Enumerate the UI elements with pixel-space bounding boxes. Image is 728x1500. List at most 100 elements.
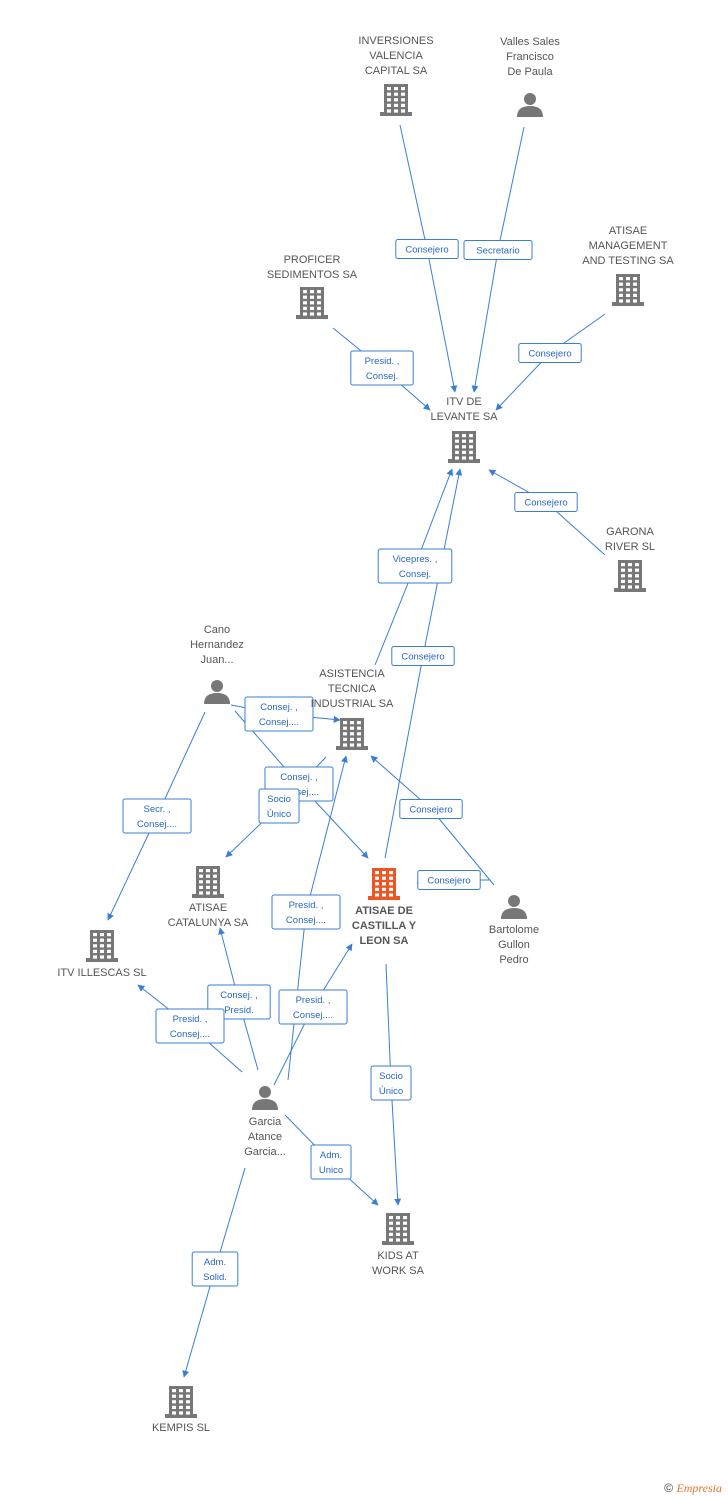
node-label: Valles Sales (500, 36, 560, 48)
edge-label-text: Vicepres. , (393, 554, 438, 565)
building-icon (192, 866, 224, 898)
edge-label[interactable]: Consej. , Consej.... (244, 696, 314, 732)
node-label: KEMPIS SL (152, 1422, 210, 1434)
edge-label-box (258, 788, 300, 824)
edge-label-text: Consejero (524, 498, 567, 509)
node-label: INDUSTRIAL SA (311, 698, 394, 710)
edge-label[interactable]: Presid. ,Consej. (350, 350, 414, 386)
edge-label[interactable]: Vicepres. ,Consej. (377, 548, 453, 584)
edge-label[interactable]: Consejero (514, 492, 578, 512)
edge-label-text: Consej.... (259, 717, 299, 728)
node-kempis[interactable]: KEMPIS SL (152, 1386, 210, 1434)
edge-label[interactable]: Adm.Solid. (191, 1251, 239, 1287)
edge-label-text: Unico (319, 1165, 343, 1176)
edge-label-text: Consej. , (260, 702, 298, 713)
edge-label-box (370, 1065, 412, 1101)
building-icon (296, 287, 328, 319)
building-icon (380, 84, 412, 116)
node-label: RIVER SL (605, 541, 655, 553)
edge-label[interactable]: Secr. ,Consej.... (122, 798, 192, 834)
node-label: ITV DE (446, 396, 481, 408)
building-icon (86, 930, 118, 962)
edge-label-text: Adm. (320, 1150, 342, 1161)
node-label: ATISAE (609, 225, 647, 237)
edge-label-box (122, 798, 192, 834)
node-label: Atance (248, 1131, 282, 1143)
edge-label-text: Socio (379, 1071, 403, 1082)
edge-label-text: Consej. , (220, 990, 258, 1001)
building-icon (368, 868, 400, 900)
copyright-footer: © Empresia (664, 1481, 722, 1496)
edge-label-box (310, 1144, 352, 1180)
edge-label-box (377, 548, 453, 584)
edge-label-text: Solid. (203, 1272, 227, 1283)
node-label: LEVANTE SA (430, 411, 498, 423)
edge-label[interactable]: Consejero (391, 646, 455, 666)
edge-bartolome-to-asistencia (370, 755, 495, 886)
edge-label[interactable]: Adm. Unico (310, 1144, 352, 1180)
node-label: ATISAE DE (355, 905, 413, 917)
node-label: INVERSIONES (358, 35, 433, 47)
person-icon (252, 1086, 278, 1110)
node-label: CASTILLA Y (352, 920, 417, 932)
edge-label-text: Consejero (528, 349, 571, 360)
edge-label[interactable]: Consejero (518, 343, 582, 363)
node-label: CAPITAL SA (365, 65, 428, 77)
edge-label[interactable]: Presid. ,Consej.... (271, 894, 341, 930)
node-label: AND TESTING SA (582, 255, 674, 267)
building-icon (614, 560, 646, 592)
edge-label-text: Consejero (409, 805, 452, 816)
edge-label-text: Presid. (224, 1005, 254, 1016)
edge-label-text: Consej.... (170, 1029, 210, 1040)
node-itv_levante[interactable]: ITV DE LEVANTE SA (430, 396, 498, 463)
node-label: Francisco (506, 51, 554, 63)
edge-label[interactable]: Presid. , Consej.... (155, 1008, 225, 1044)
edge-label-text: Consej.... (293, 1010, 333, 1021)
edge-label[interactable]: Consejero (399, 799, 463, 819)
brand-logo: Empresia (676, 1481, 722, 1495)
edge-label[interactable]: Presid. , Consej.... (278, 989, 348, 1025)
edge-label-text: Presid. , (296, 995, 331, 1006)
node-label: Pedro (499, 954, 528, 966)
node-label: CATALUNYA SA (168, 917, 249, 929)
edge-label-text: Consej.... (137, 819, 177, 830)
building-icon (612, 274, 644, 306)
node-label: ASISTENCIA (319, 668, 385, 680)
edge-label-box (271, 894, 341, 930)
node-label: Gullon (498, 939, 530, 951)
node-label: SEDIMENTOS SA (267, 269, 358, 281)
edge-label-text: Consejero (405, 245, 448, 256)
node-label: Cano (204, 624, 230, 636)
edge-label-box (399, 799, 463, 819)
edge-label-box (518, 343, 582, 363)
edge-label-text: Presid. , (289, 900, 324, 911)
person-icon (501, 895, 527, 919)
edge-label-text: Presid. , (173, 1014, 208, 1025)
edge-label-box (155, 1008, 225, 1044)
node-itv_illescas[interactable]: ITV ILLESCAS SL (57, 930, 147, 979)
edge-label[interactable]: Secretario (463, 240, 533, 260)
edge-label[interactable]: Consejero (395, 239, 459, 259)
edge-label-box (350, 350, 414, 386)
edge-label-text: Consejero (401, 652, 444, 663)
edge-garona-to-itv_levante (488, 469, 606, 556)
node-garcia[interactable]: GarciaAtanceGarcia... (244, 1086, 286, 1158)
copyright-symbol: © (664, 1481, 674, 1495)
edge-label[interactable]: Consejero (417, 870, 481, 890)
node-cano[interactable]: CanoHernandezJuan... (190, 624, 244, 704)
edge-label-box (191, 1251, 239, 1287)
person-icon (204, 680, 230, 704)
